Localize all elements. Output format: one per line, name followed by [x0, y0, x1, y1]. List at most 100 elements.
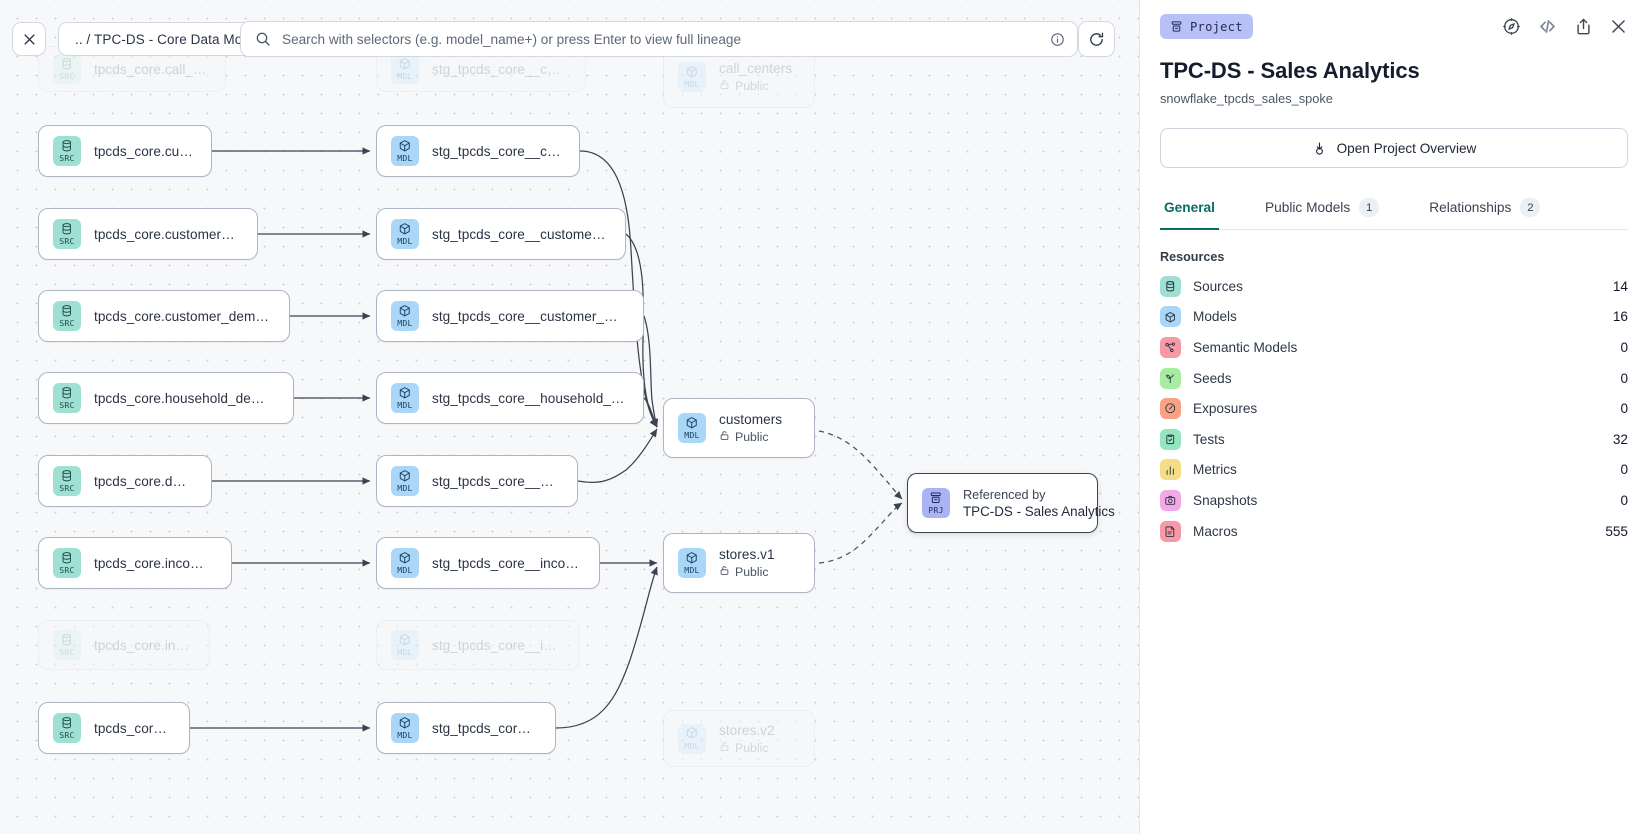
- node-type-label: SRC: [59, 318, 75, 329]
- lineage-node-mdl_cust_demo[interactable]: MDL stg_tpcds_core__customer_demogra…: [376, 290, 644, 342]
- node-type-label: MDL: [397, 730, 413, 741]
- tab-general[interactable]: General: [1160, 191, 1219, 230]
- graph-nodes-icon: [1160, 336, 1181, 358]
- database-icon: [60, 386, 74, 400]
- node-title: tpcds_core.call_center: [94, 61, 207, 77]
- search-bar[interactable]: [240, 21, 1078, 57]
- tab-label: Relationships: [1429, 200, 1512, 215]
- resource-value: 555: [1605, 523, 1628, 539]
- node-type-badge-mdl: MDL: [391, 630, 419, 660]
- bar-chart-icon: [1160, 459, 1181, 481]
- node-access: Public: [719, 565, 775, 579]
- cube-icon: [398, 222, 412, 236]
- cube-icon: [398, 469, 412, 483]
- tab-count: 1: [1359, 198, 1380, 217]
- details-panel: Project: [1139, 0, 1648, 834]
- node-title: stores.v2: [719, 722, 775, 738]
- node-access-label: Public: [735, 430, 769, 444]
- resource-label: Macros: [1193, 523, 1238, 539]
- tab-public-models[interactable]: Public Models 1: [1261, 191, 1383, 230]
- download-overview-icon: [1315, 141, 1323, 155]
- node-type-label: MDL: [684, 565, 700, 576]
- close-panel-icon[interactable]: [1609, 17, 1628, 36]
- lineage-node-mdl_hh_demo[interactable]: MDLstg_tpcds_core__household_demogr…: [376, 372, 644, 424]
- panel-tabs: General Public Models 1 Relationships 2: [1160, 191, 1628, 230]
- seedling-icon: [1160, 367, 1181, 389]
- database-icon: [60, 633, 74, 647]
- compass-icon[interactable]: [1502, 17, 1521, 36]
- node-type-label: MDL: [684, 430, 700, 441]
- code-icon[interactable]: [1537, 16, 1558, 37]
- database-icon: [60, 551, 74, 565]
- info-icon[interactable]: [1050, 32, 1065, 47]
- node-type-badge-mdl: MDL: [391, 713, 419, 743]
- node-title: stg_tpcds_core__store: [432, 720, 537, 736]
- share-icon[interactable]: [1574, 17, 1593, 36]
- resource-value: 16: [1612, 309, 1628, 325]
- database-icon: [60, 57, 74, 71]
- node-type-badge-mdl: MDL: [391, 219, 419, 249]
- node-type-label: MDL: [397, 71, 413, 82]
- refresh-button[interactable]: [1078, 21, 1115, 57]
- resource-label: Sources: [1193, 278, 1243, 294]
- close-graph-button[interactable]: [12, 22, 46, 56]
- node-type-badge-mdl: MDL: [391, 136, 419, 166]
- tab-count: 2: [1520, 198, 1541, 217]
- lineage-canvas[interactable]: SRCtpcds_core.call_centerMDLstg_tpcds_co…: [0, 0, 1139, 834]
- unlock-icon: [719, 565, 730, 579]
- node-type-label: MDL: [684, 740, 700, 751]
- lineage-node-mdl_store[interactable]: MDL stg_tpcds_core__store: [376, 702, 556, 754]
- node-type-label: MDL: [684, 79, 700, 90]
- node-title: tpcds_core.inventory: [94, 637, 191, 653]
- resource-type-label: Project: [1190, 19, 1243, 34]
- tab-label: Public Models: [1264, 200, 1351, 215]
- resource-type-chip: Project: [1160, 14, 1253, 39]
- tab-relationships[interactable]: Relationships 2: [1425, 191, 1544, 230]
- open-project-overview-button[interactable]: Open Project Overview: [1160, 128, 1628, 168]
- node-title: tpcds_core.income_band: [94, 555, 213, 571]
- panel-header: Project: [1140, 0, 1648, 39]
- node-title: customers: [719, 412, 783, 427]
- resource-label: Semantic Models: [1193, 339, 1298, 355]
- node-title: stg_tpcds_core__customer_demogra…: [432, 308, 625, 324]
- node-type-label: MDL: [397, 318, 413, 329]
- node-type-badge-prj: PRJ: [922, 488, 950, 518]
- node-title: stg_tpcds_core__customer_address: [432, 226, 607, 242]
- search-icon: [256, 32, 270, 46]
- node-access: Public: [719, 430, 782, 444]
- database-icon: [60, 716, 74, 730]
- node-title: stg_tpcds_core__date_dim: [432, 473, 559, 489]
- node-type-badge-mdl: MDL: [391, 301, 419, 331]
- panel-actions: [1502, 14, 1628, 37]
- resource-row-macros[interactable]: Macros 555: [1160, 516, 1628, 547]
- node-type-badge-src: SRC: [53, 219, 81, 249]
- lineage-node-mdl_cust_addr[interactable]: MDL stg_tpcds_core__customer_address: [376, 208, 626, 260]
- clipboard-check-icon: [1160, 428, 1181, 450]
- graph-toolbar: .. / TPC-DS - Core Data Models: [0, 0, 1139, 76]
- node-type-label: MDL: [397, 565, 413, 576]
- resource-value: 0: [1620, 462, 1628, 478]
- search-input[interactable]: [282, 31, 1039, 47]
